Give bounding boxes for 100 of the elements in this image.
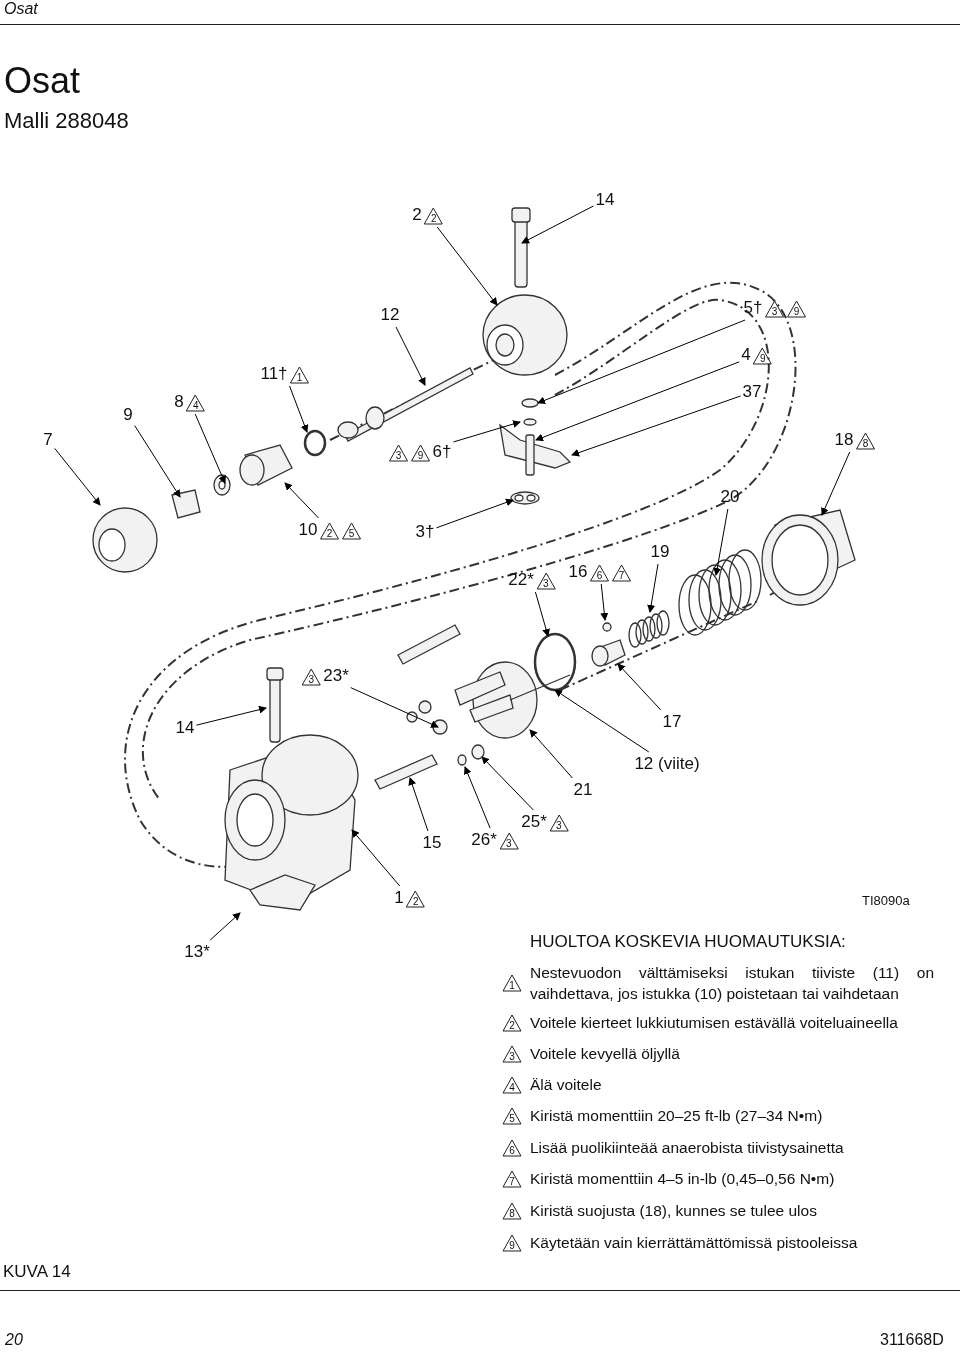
callout-number: 7 xyxy=(43,430,53,450)
note-reference-triangle: 9 xyxy=(502,1233,522,1252)
callout-number: 2 xyxy=(412,205,422,225)
leader-line xyxy=(452,420,521,443)
note-reference-triangle: 3 xyxy=(502,1044,522,1063)
note-reference-triangle: 3 xyxy=(535,572,556,590)
note-reference-triangle: 9 xyxy=(786,300,807,318)
leader-line xyxy=(289,385,309,433)
note-reference-triangle: 2 xyxy=(319,522,340,540)
callout-number: 11† xyxy=(260,364,288,384)
note-reference-triangle: 3 xyxy=(301,668,322,686)
leader-line xyxy=(195,705,267,726)
callout-number: 8 xyxy=(174,392,184,412)
note-text: Kiristä suojusta (18), kunnes se tulee ulos xyxy=(530,1201,818,1221)
callout-number: 26* xyxy=(471,830,497,850)
leader-line xyxy=(351,829,401,887)
note-text: Voitele kierteet lukkiutumisen estävällä voiteluaineella xyxy=(530,1013,899,1033)
note-reference-triangle: 2 xyxy=(405,890,426,908)
callout-number: 23* xyxy=(323,666,349,686)
note-reference-triangle: 9 xyxy=(410,444,431,462)
note-reference-triangle: 6 xyxy=(589,564,610,582)
leader-line xyxy=(209,912,241,941)
callout-number: 1 xyxy=(394,888,404,908)
note-reference-triangle: 1 xyxy=(502,974,522,992)
leader-line xyxy=(54,447,101,506)
callout-number: 18 xyxy=(834,430,854,450)
callout-number: 5† xyxy=(743,298,763,318)
leader-line xyxy=(350,687,439,728)
leader-line xyxy=(481,756,534,811)
leader-line xyxy=(713,508,729,576)
leader-line xyxy=(284,482,319,519)
note-text: Kiristä momenttiin 4–5 in-lb (0,45–0,56 N•m) xyxy=(530,1169,836,1189)
callout-number: 20 xyxy=(720,487,740,507)
leader-line xyxy=(537,319,746,405)
callout-number: 37 xyxy=(742,382,762,402)
leader-line xyxy=(647,563,659,613)
note-reference-triangle: 3 xyxy=(498,832,519,850)
note-reference-triangle: 3 xyxy=(388,444,409,462)
callout-number: 13* xyxy=(184,942,210,962)
callout-number: 19 xyxy=(650,542,670,562)
leader-line xyxy=(534,591,550,637)
leader-line xyxy=(463,766,491,829)
note-reference-triangle: 2 xyxy=(502,1013,522,1032)
callout-number: 4 xyxy=(741,345,751,365)
note-reference-triangle: 4 xyxy=(502,1075,522,1094)
running-header: Osat xyxy=(4,0,38,18)
callout-number: 14 xyxy=(595,190,615,210)
callout-number: 21 xyxy=(573,780,593,800)
callout-number: 12 xyxy=(380,305,400,325)
leader-line xyxy=(529,729,573,779)
leader-line xyxy=(554,689,650,753)
note-reference-triangle: 6 xyxy=(502,1138,522,1157)
callout-number: 25* xyxy=(521,812,547,832)
leader-line xyxy=(436,226,498,306)
callout-number: 3† xyxy=(415,522,435,542)
callout-number: 10 xyxy=(298,520,318,540)
note-reference-triangle: 1 xyxy=(289,366,310,384)
document-number: 311668D xyxy=(880,1331,944,1349)
callout-number: 9 xyxy=(123,405,133,425)
note-reference-triangle: 8 xyxy=(855,432,876,450)
note-reference-triangle: 3 xyxy=(548,814,569,832)
note-reference-triangle: 5 xyxy=(341,522,362,540)
note-reference-triangle: 4 xyxy=(185,394,206,412)
note-reference-triangle: 7 xyxy=(502,1169,522,1188)
figure-caption: KUVA 14 xyxy=(3,1262,71,1282)
note-reference-triangle: 3 xyxy=(764,300,785,318)
leader-line xyxy=(600,583,609,621)
note-reference-triangle: 2 xyxy=(423,207,444,225)
callout-number: 15 xyxy=(422,833,442,853)
drawing-number: TI8090a xyxy=(862,893,910,908)
callout-number: 14 xyxy=(175,718,195,738)
leader-line xyxy=(134,425,181,498)
model-subtitle: Malli 288048 xyxy=(4,108,129,134)
note-reference-triangle: 7 xyxy=(611,564,632,582)
notes-heading: HUOLTOA KOSKEVIA HUOMAUTUKSIA: xyxy=(530,932,846,952)
note-text: Nestevuodon välttämiseksi istukan tiiviste (11) on vaihdettava, jos istukka (10) poistetaan tai vaihdetaan xyxy=(530,963,934,1004)
note-text: Voitele kevyellä öljyllä xyxy=(530,1044,681,1064)
note-reference-triangle: 5 xyxy=(502,1106,522,1125)
callout-number: 6† xyxy=(432,442,452,462)
callout-number: 22* xyxy=(508,570,534,590)
leader-line xyxy=(435,498,514,529)
note-text: Älä voitele xyxy=(530,1075,603,1095)
leader-line xyxy=(821,451,851,516)
note-text: Kiristä momenttiin 20–25 ft-lb (27–34 N•m) xyxy=(530,1106,824,1126)
leader-line xyxy=(521,205,595,244)
page-number: 20 xyxy=(5,1331,23,1349)
note-text: Käytetään vain kierrättämättömissä pistooleissa xyxy=(530,1233,859,1253)
note-reference-triangle: 9 xyxy=(752,347,773,365)
leader-line xyxy=(571,395,742,457)
leader-line xyxy=(617,663,662,711)
callout-number: 12 (viite) xyxy=(634,754,700,774)
callout-number: 17 xyxy=(662,712,682,732)
leader-line xyxy=(408,777,429,832)
leader-line xyxy=(194,413,226,484)
page-title: Osat xyxy=(4,60,81,102)
leader-line xyxy=(535,361,740,442)
note-reference-triangle: 8 xyxy=(502,1201,522,1220)
leader-line xyxy=(395,326,426,386)
note-text: Lisää puolikiinteää anaerobista tiivistysainetta xyxy=(530,1138,845,1158)
callout-number: 16 xyxy=(568,562,588,582)
